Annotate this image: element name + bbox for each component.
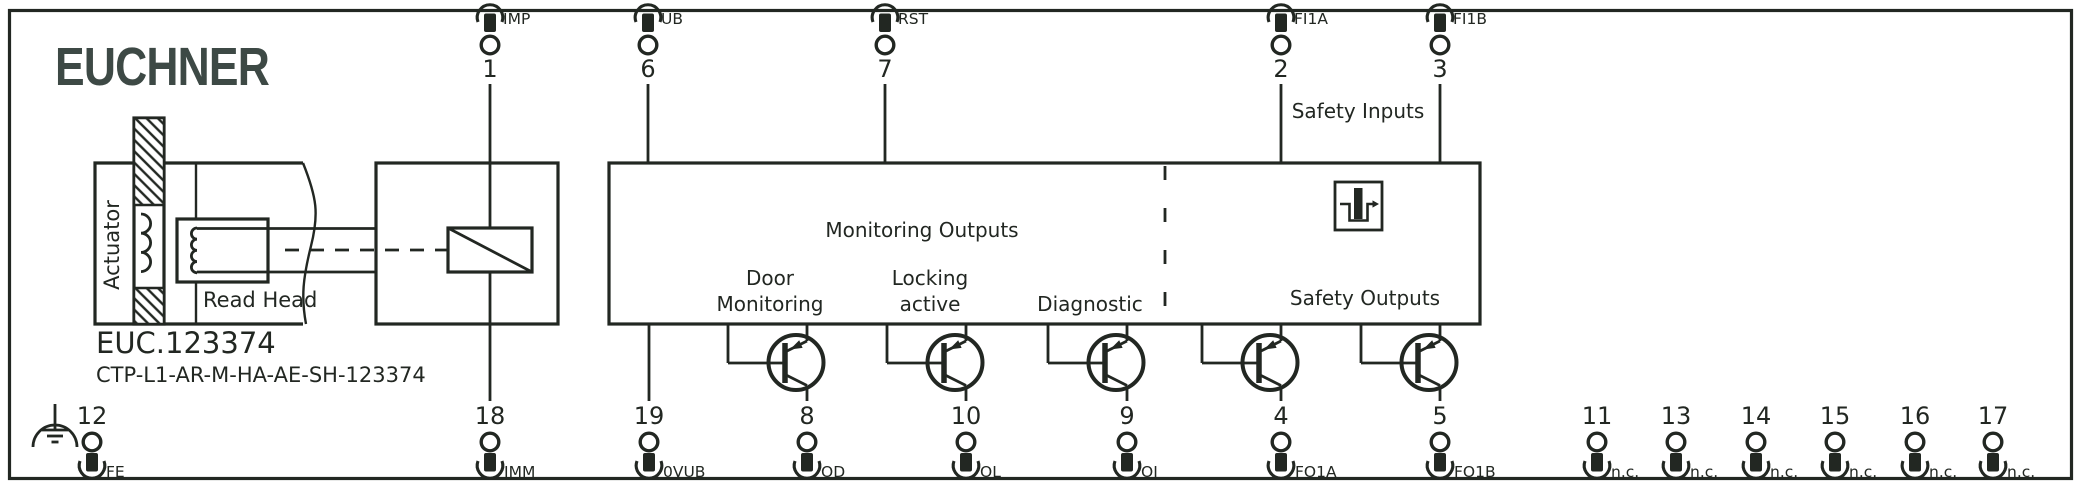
pin-number: 19 <box>634 402 665 430</box>
control-box-outline <box>607 161 1482 326</box>
actuator-coil-icon <box>140 212 152 273</box>
drawing-frame <box>7 8 2074 481</box>
pin-number: 17 <box>1978 402 2009 430</box>
device-type-code: CTP-L1-AR-M-HA-AE-SH-123374 <box>96 363 426 387</box>
signal-label: IMP <box>503 10 530 28</box>
safety-inputs-label: Safety Inputs <box>1292 99 1425 123</box>
terminal-nc-pin13: 13 n.c. <box>1661 402 1718 481</box>
pin-number: 6 <box>640 55 655 83</box>
bolt-icon-bar <box>1354 188 1363 219</box>
solenoid-box-outline <box>374 161 560 326</box>
signal-label: FI1A <box>1294 10 1328 28</box>
actuator-readhead-assembly: Actuator Read Head <box>93 116 448 326</box>
signal-label: FO1B <box>1454 463 1496 481</box>
signal-label: n.c. <box>1849 463 1877 481</box>
pin-number: 10 <box>951 402 982 430</box>
actuator-label: Actuator <box>100 200 124 290</box>
read-head-box <box>175 217 270 284</box>
door-monitoring-label-line1: Door <box>746 266 795 290</box>
terminal-bottom-pin4-fo1a: 4 FO1A <box>1266 402 1337 481</box>
signal-label: 0VUB <box>663 463 705 481</box>
locking-active-label-line2: active <box>900 292 961 316</box>
brand-logo: EUCHNER <box>55 37 269 97</box>
terminal-bottom-pin18-imm: 18 IMM <box>475 324 535 481</box>
terminal-bottom-pin5-fo1b: 5 FO1B <box>1425 402 1496 481</box>
signal-label: OI <box>1141 463 1158 481</box>
terminal-top-pin3-fi1b: 3 FI1B <box>1425 3 1487 163</box>
pin-number: 2 <box>1273 55 1288 83</box>
locking-active-label-line1: Locking <box>892 266 969 290</box>
housing-outline <box>93 161 303 326</box>
terminal-top-pin6-ub: 6 UB <box>633 3 683 163</box>
terminal-bottom-pin19-0vub: 19 0VUB <box>634 324 705 481</box>
bolt-icon-frame <box>1333 180 1384 232</box>
pin-number: 16 <box>1900 402 1931 430</box>
safety-outputs-label: Safety Outputs <box>1290 286 1440 310</box>
pin-number: 15 <box>1820 402 1851 430</box>
signal-label: UB <box>661 10 683 28</box>
signal-label: n.c. <box>1929 463 1957 481</box>
pin-number: 13 <box>1661 402 1692 430</box>
signal-label: FO1A <box>1295 463 1337 481</box>
signal-label: IMM <box>504 463 535 481</box>
signal-label: n.c. <box>1690 463 1718 481</box>
signal-label: FI1B <box>1453 10 1487 28</box>
pin-number: 4 <box>1273 402 1288 430</box>
signal-label: OD <box>821 463 845 481</box>
protective-earth-icon <box>31 404 79 448</box>
device-order-number: EUC.123374 <box>96 326 276 360</box>
door-monitoring-label-line2: Monitoring <box>717 292 824 316</box>
terminal-top-pin7-rst: 7 RST <box>870 3 929 163</box>
signal-label: FE <box>106 463 125 481</box>
terminal-bottom-pin9-oi: 9 OI <box>1112 402 1158 481</box>
terminal-top-pin1-imp: 1 IMP <box>475 3 530 163</box>
pin-number: 9 <box>1119 402 1134 430</box>
pin-number: 8 <box>799 402 814 430</box>
monitoring-outputs-label: Monitoring Outputs <box>825 218 1018 242</box>
pin-number: 18 <box>475 402 506 430</box>
read-head-coil-icon <box>190 226 198 275</box>
signal-label: n.c. <box>1611 463 1639 481</box>
control-unit-box: Monitoring Outputs Door Monitoring Locki… <box>607 161 1482 326</box>
terminal-nc-pin16: 16 n.c. <box>1900 402 1957 481</box>
terminal-nc-pin17: 17 n.c. <box>1978 402 2035 481</box>
signal-label: n.c. <box>1770 463 1798 481</box>
terminal-nc-pin11: 11 n.c. <box>1582 402 1639 481</box>
pin-number: 1 <box>482 55 497 83</box>
terminal-bottom-pin8-od: 8 OD <box>792 402 845 481</box>
bolt-icon-channel <box>1340 202 1373 222</box>
actuator-bar-hatch-bottom <box>132 286 166 326</box>
pin-number: 14 <box>1741 402 1772 430</box>
signal-label: OL <box>980 463 1001 481</box>
signal-label: RST <box>898 10 929 28</box>
bolt-icon-arrow <box>1372 200 1379 208</box>
pin-number: 7 <box>877 55 892 83</box>
pin-number: 3 <box>1432 55 1447 83</box>
guard-locking-bolt-icon <box>1333 180 1384 232</box>
interlock-solenoid-box <box>374 161 560 326</box>
signal-label: n.c. <box>2007 463 2035 481</box>
terminal-bottom-pin10-ol: 10 OL <box>951 402 1001 481</box>
actuator-bar-hatch-top <box>132 116 166 207</box>
solenoid-diagonal <box>447 226 533 274</box>
terminal-nc-pin14: 14 n.c. <box>1741 402 1798 481</box>
pin-number: 11 <box>1582 402 1613 430</box>
terminal-top-pin2-fi1a: 2 FI1A <box>1266 3 1328 163</box>
terminal-nc-pin15: 15 n.c. <box>1820 402 1877 481</box>
pin-number: 12 <box>77 402 108 430</box>
diagnostic-label: Diagnostic <box>1037 292 1143 316</box>
pin-number: 5 <box>1432 402 1447 430</box>
read-head-label: Read Head <box>203 288 317 312</box>
housing-break-line <box>301 162 317 325</box>
terminal-bottom-pin12-fe: 12 FE <box>77 402 125 481</box>
